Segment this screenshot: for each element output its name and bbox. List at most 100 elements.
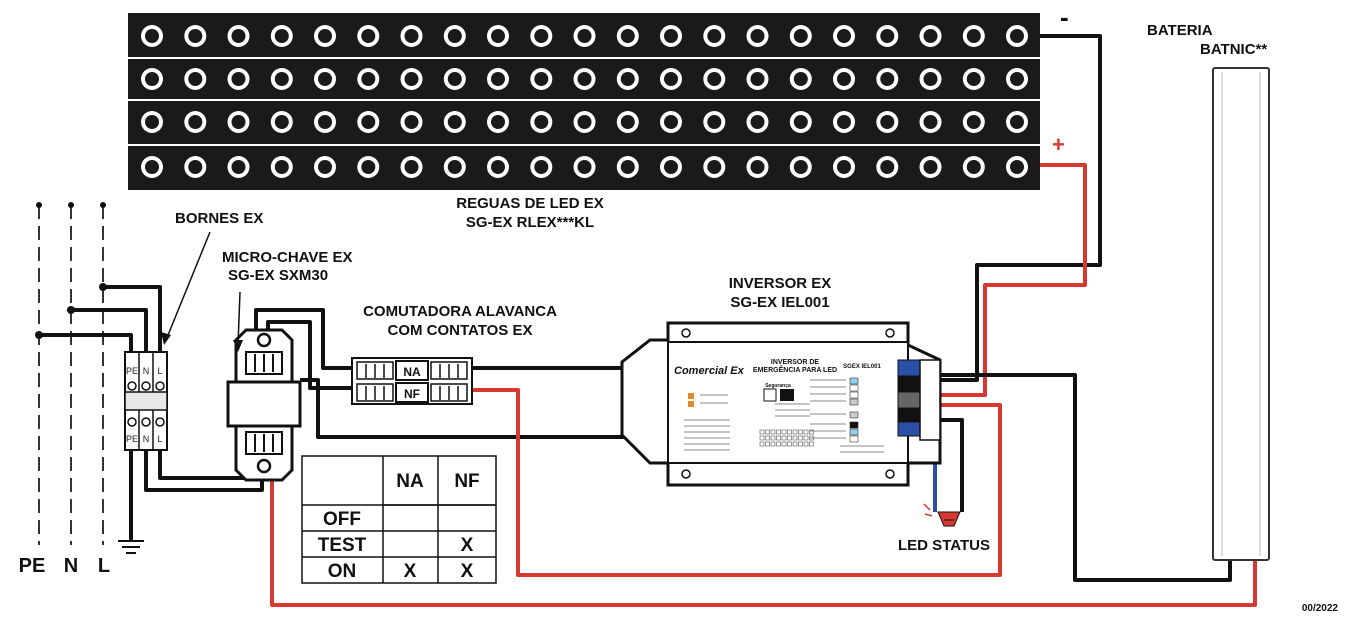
terminal-block — [124, 351, 168, 451]
led-dot-center — [577, 115, 592, 129]
led-dot-center — [1010, 72, 1024, 86]
inverter-terminal-cell — [798, 429, 803, 435]
wire-status-black — [940, 418, 964, 512]
truth-table-header-na: NA — [396, 471, 424, 492]
led-dot-center — [620, 29, 635, 43]
inverter-brand: Comercial Ex — [674, 365, 745, 377]
inverter-terminal-cell — [781, 429, 787, 435]
truth-table-header-nf: NF — [454, 471, 479, 492]
led-dot-center — [923, 72, 938, 86]
led-dot-center — [880, 160, 895, 174]
inverter-terminal-cell — [803, 441, 809, 447]
wire-led-negative — [940, 34, 1102, 382]
led-dot-center — [145, 72, 159, 86]
battery-label: BATERIA — [1147, 22, 1213, 39]
led-dot-center — [1010, 29, 1024, 43]
battery — [1212, 67, 1270, 561]
led-dot-center — [750, 160, 765, 174]
led-dot-center — [707, 72, 722, 86]
led-dot-center — [404, 160, 419, 174]
micro-switch — [226, 328, 302, 482]
inverter-terminal-cell — [798, 435, 803, 441]
led-dot-center — [1010, 160, 1024, 174]
inverter-terminal-cell — [759, 441, 765, 447]
tb-top-n: N — [143, 366, 150, 376]
led-dot-center — [231, 115, 246, 129]
inverter-terminal-cell — [776, 435, 781, 441]
led-dot-center — [707, 160, 722, 174]
led-dot-center — [447, 115, 462, 129]
led-dot-center — [966, 29, 981, 43]
inverter-terminal-cell — [792, 429, 798, 435]
lever-switch — [351, 357, 473, 405]
led-dot-center — [966, 160, 981, 174]
led-dot-center — [491, 115, 505, 129]
led-dot-center — [491, 29, 505, 43]
wire-n-in — [71, 308, 148, 355]
led-dot-center — [880, 115, 895, 129]
led-dot-center — [793, 115, 808, 129]
led-dots — [141, 25, 1028, 178]
led-dot-center — [837, 72, 851, 86]
led-dot-center — [534, 29, 549, 43]
led-dot-center — [404, 115, 419, 129]
wire-ms-top-b — [266, 320, 360, 390]
inverter-terminal-cell — [803, 435, 809, 441]
plus-label: + — [1052, 132, 1065, 157]
inverter-terminal-cell — [770, 435, 776, 441]
led-dot-center — [318, 115, 332, 129]
led-dot-center — [274, 115, 289, 129]
led-status-label: LED STATUS — [898, 537, 990, 554]
led-bars — [128, 13, 1040, 190]
truth-table-nf-test: X — [461, 535, 474, 556]
led-dot-center — [534, 160, 549, 174]
led-dot-center — [707, 115, 722, 129]
inverter-terminal-cell — [803, 429, 809, 435]
led-dot-center — [447, 72, 462, 86]
led-dot-center — [188, 72, 203, 86]
led-dot-center — [620, 72, 635, 86]
led-dot-center — [145, 160, 159, 174]
tb-top-pe: PE — [126, 366, 138, 376]
led-dot-center — [361, 115, 376, 129]
led-dot-center — [966, 115, 981, 129]
wire-led-positive — [940, 163, 1087, 397]
inverter-terminal-cell — [787, 429, 792, 435]
inverter-terminal-cell — [809, 441, 814, 447]
inverter-terminal-cell — [809, 429, 814, 435]
mains-pe-label: PE — [19, 555, 46, 577]
truth-table-nf-on: X — [461, 561, 474, 582]
tb-bot-pe: PE — [126, 434, 138, 444]
led-dot-center — [837, 115, 851, 129]
led-dot-center — [620, 160, 635, 174]
inverter-face-title-1: INVERSOR DE — [771, 359, 820, 366]
micro-switch-arrow — [237, 291, 241, 346]
led-dot-center — [966, 72, 981, 86]
led-dot-center — [837, 160, 851, 174]
led-dot-center — [274, 160, 289, 174]
inverter-terminal-cell — [770, 429, 776, 435]
led-dot-center — [404, 29, 419, 43]
inverter-terminal-cell — [776, 429, 781, 435]
inverter-label: INVERSOR EX — [729, 275, 832, 292]
led-dot-center — [361, 160, 376, 174]
terminals-arrow — [165, 231, 211, 341]
wire-ms-top-a — [254, 308, 360, 370]
led-dot-center — [793, 72, 808, 86]
led-dot-center — [318, 160, 332, 174]
version-label: 00/2022 — [1302, 603, 1339, 614]
terminals-label: BORNES EX — [175, 210, 263, 227]
battery-model: BATNIC** — [1200, 41, 1267, 58]
led-dot-center — [577, 29, 592, 43]
led-dot-center — [404, 72, 419, 86]
led-bars-model: SG-EX RLEX***KL — [466, 214, 594, 231]
led-dot-center — [837, 29, 851, 43]
wire-battery-black — [940, 373, 1232, 582]
led-dot-center — [923, 115, 938, 129]
inverter-terminal-cell — [787, 435, 792, 441]
led-dot-center — [447, 29, 462, 43]
inverter-face-title-2: EMERGÊNCIA PARA LED — [753, 365, 837, 374]
led-dot-center — [318, 29, 332, 43]
micro-switch-label: MICRO-CHAVE EX — [222, 249, 353, 266]
